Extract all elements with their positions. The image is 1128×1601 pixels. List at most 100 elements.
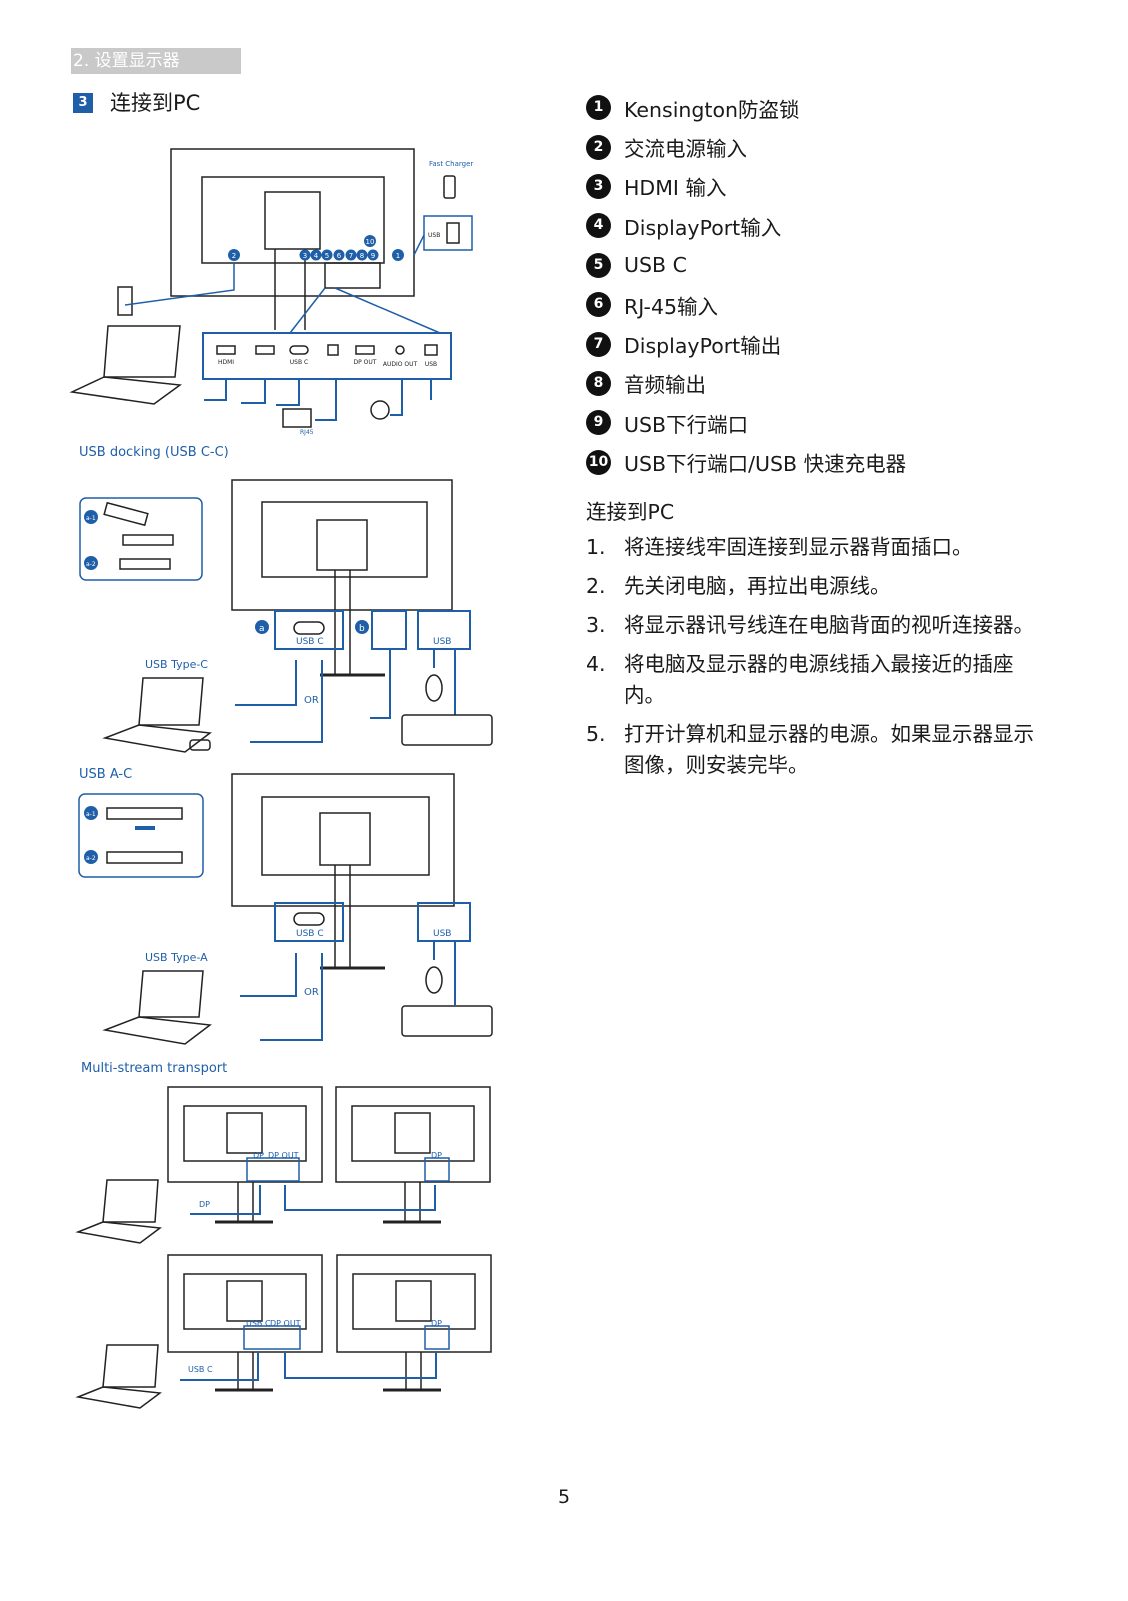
fig2-badge-b: b: [359, 624, 365, 634]
usb-docking-caption: USB docking (USB C-C): [79, 445, 229, 460]
fig3-or-label: OR: [304, 987, 319, 998]
step-item: 1. 将连接线牢固连接到显示器背面插口。: [586, 532, 1036, 563]
callout-10: 10: [366, 238, 375, 246]
legend-item: 1 Kensington防盗锁: [586, 88, 906, 127]
callout-7: 7: [349, 252, 353, 260]
legend-num: 4: [586, 213, 611, 239]
legend-label: USB C: [624, 253, 687, 278]
legend-label: DisplayPort输入: [624, 215, 782, 240]
usb-a-c-diagram: a-1 a-2 USB C USB USB Type-A OR: [78, 773, 493, 1045]
legend-num: 1: [586, 95, 611, 121]
fig2-usb-typec-caption: USB Type-C: [145, 658, 208, 671]
legend-item: 9 USB下行端口: [586, 403, 906, 442]
mst-usbc-diagram: USB C DP OUT DP USB C: [75, 1254, 492, 1409]
step-num: 2.: [586, 574, 606, 598]
step-text: 打开计算机和显示器的电源。如果显示器显示图像，则安装完毕。: [624, 722, 1034, 777]
port-dpout-label: DP OUT: [354, 359, 377, 366]
section-tab: 2. 设置显示器: [71, 48, 241, 74]
step-number-badge: 3: [73, 93, 93, 113]
legend-item: 5 USB C: [586, 246, 906, 285]
legend-item: 10 USB下行端口/USB 快速充电器: [586, 443, 906, 482]
page-number: 5: [557, 1486, 571, 1508]
step-item: 3. 将显示器讯号线连在电脑背面的视听连接器。: [586, 610, 1036, 641]
legend-label: RJ-45输入: [624, 294, 719, 319]
fig2-usb-label: USB: [433, 637, 451, 647]
legend-item: 7 DisplayPort输出: [586, 324, 906, 363]
callout-5: 5: [325, 252, 329, 260]
step-item: 5. 打开计算机和显示器的电源。如果显示器显示图像，则安装完毕。: [586, 719, 1036, 781]
legend-num: 8: [586, 370, 611, 396]
legend-label: 音频输出: [624, 373, 706, 398]
callout-8: 8: [360, 252, 364, 260]
port-usb-label: USB: [425, 361, 437, 368]
step-title: 连接到PC: [110, 91, 201, 115]
callout-6: 6: [337, 252, 342, 260]
callout-1: 1: [396, 252, 400, 260]
legend-item: 4 DisplayPort输入: [586, 206, 906, 245]
callout-3: 3: [303, 252, 307, 260]
mst-caption: Multi-stream transport: [81, 1061, 228, 1076]
port-hdmi-label: HDMI: [218, 359, 234, 366]
legend-num: 3: [586, 173, 611, 199]
callout-2: 2: [232, 252, 236, 260]
legend-label: USB下行端口/USB 快速充电器: [624, 452, 907, 477]
legend-label: USB下行端口: [624, 412, 749, 437]
usb-a-c-caption: USB A-C: [79, 767, 133, 782]
usb-docking-diagram: a-1 a-2 USB C a b USB USB Type-C OR: [79, 479, 493, 753]
step-num: 4.: [586, 652, 606, 676]
usb-small-label: USB: [428, 232, 440, 239]
fig2-usbc-label: USB C: [296, 637, 324, 647]
callout-4: 4: [314, 252, 319, 260]
step-text: 先关闭电脑，再拉出电源线。: [624, 574, 891, 598]
legend-label: DisplayPort输出: [624, 334, 782, 359]
legend-num: 9: [586, 410, 611, 436]
legend-label: 交流电源输入: [624, 137, 747, 162]
legend-item: 6 RJ-45输入: [586, 285, 906, 324]
fig3-usbc-label: USB C: [296, 929, 324, 939]
fig3-usb-typea-caption: USB Type-A: [145, 951, 208, 964]
step-text: 将显示器讯号线连在电脑背面的视听连接器。: [624, 613, 1034, 637]
step-text: 将电脑及显示器的电源线插入最接近的插座内。: [624, 652, 1014, 707]
legend-item: 2 交流电源输入: [586, 127, 906, 166]
fig5-laptop-usbc-label: USB C: [188, 1365, 213, 1374]
port-usbc-label: USB C: [290, 359, 308, 366]
legend-num: 2: [586, 134, 611, 160]
legend-num: 10: [586, 449, 611, 475]
rj45-label: RJ45: [300, 429, 314, 436]
step-item: 2. 先关闭电脑，再拉出电源线。: [586, 571, 1036, 602]
mst-dp-diagram: DP DP OUT DP DP: [75, 1086, 491, 1244]
fig2-a1-badge: a-1: [86, 515, 96, 522]
fig3-a1-badge: a-1: [86, 811, 96, 818]
step-num: 5.: [586, 722, 606, 746]
fast-charger-label: Fast Charger: [429, 160, 473, 168]
step-num: 3.: [586, 613, 606, 637]
fig4-laptop-dp-label: DP: [199, 1200, 210, 1209]
legend-num: 5: [586, 252, 611, 278]
fig4-dpout-label: DP OUT: [268, 1151, 299, 1160]
connect-heading: 连接到PC: [586, 500, 675, 524]
fig3-usb-label: USB: [433, 929, 451, 939]
callout-9: 9: [371, 252, 375, 260]
fig5-dpout-label: DP OUT: [270, 1319, 301, 1328]
step-num: 1.: [586, 535, 606, 559]
fig3-a2-badge: a-2: [86, 855, 96, 862]
port-audio-label: AUDIO OUT: [383, 361, 418, 368]
fig5-dpin-label: DP: [431, 1319, 442, 1328]
legend-num: 7: [586, 331, 611, 357]
monitor-back-diagram: 2 1 10 3 4 5 6 7 8 9 Fast Charger USB: [69, 148, 473, 436]
connect-steps: 1. 将连接线牢固连接到显示器背面插口。 2. 先关闭电脑，再拉出电源线。 3. 将显…: [586, 532, 1036, 789]
step-item: 4. 将电脑及显示器的电源线插入最接近的插座内。: [586, 649, 1036, 711]
step-text: 将连接线牢固连接到显示器背面插口。: [624, 535, 973, 559]
fig2-a2-badge: a-2: [86, 561, 96, 568]
fig2-or-label: OR: [304, 695, 319, 706]
legend-item: 8 音频输出: [586, 364, 906, 403]
fig4-dpin-label: DP: [431, 1151, 442, 1160]
legend-label: Kensington防盗锁: [624, 97, 800, 122]
fig4-dp-label: DP: [253, 1151, 264, 1160]
fig5-usbc-label: USB C: [246, 1319, 271, 1328]
legend-num: 6: [586, 292, 611, 318]
connection-diagrams: 2 1 10 3 4 5 6 7 8 9 Fast Charger USB: [69, 148, 493, 1409]
fig2-badge-a: a: [259, 624, 265, 634]
